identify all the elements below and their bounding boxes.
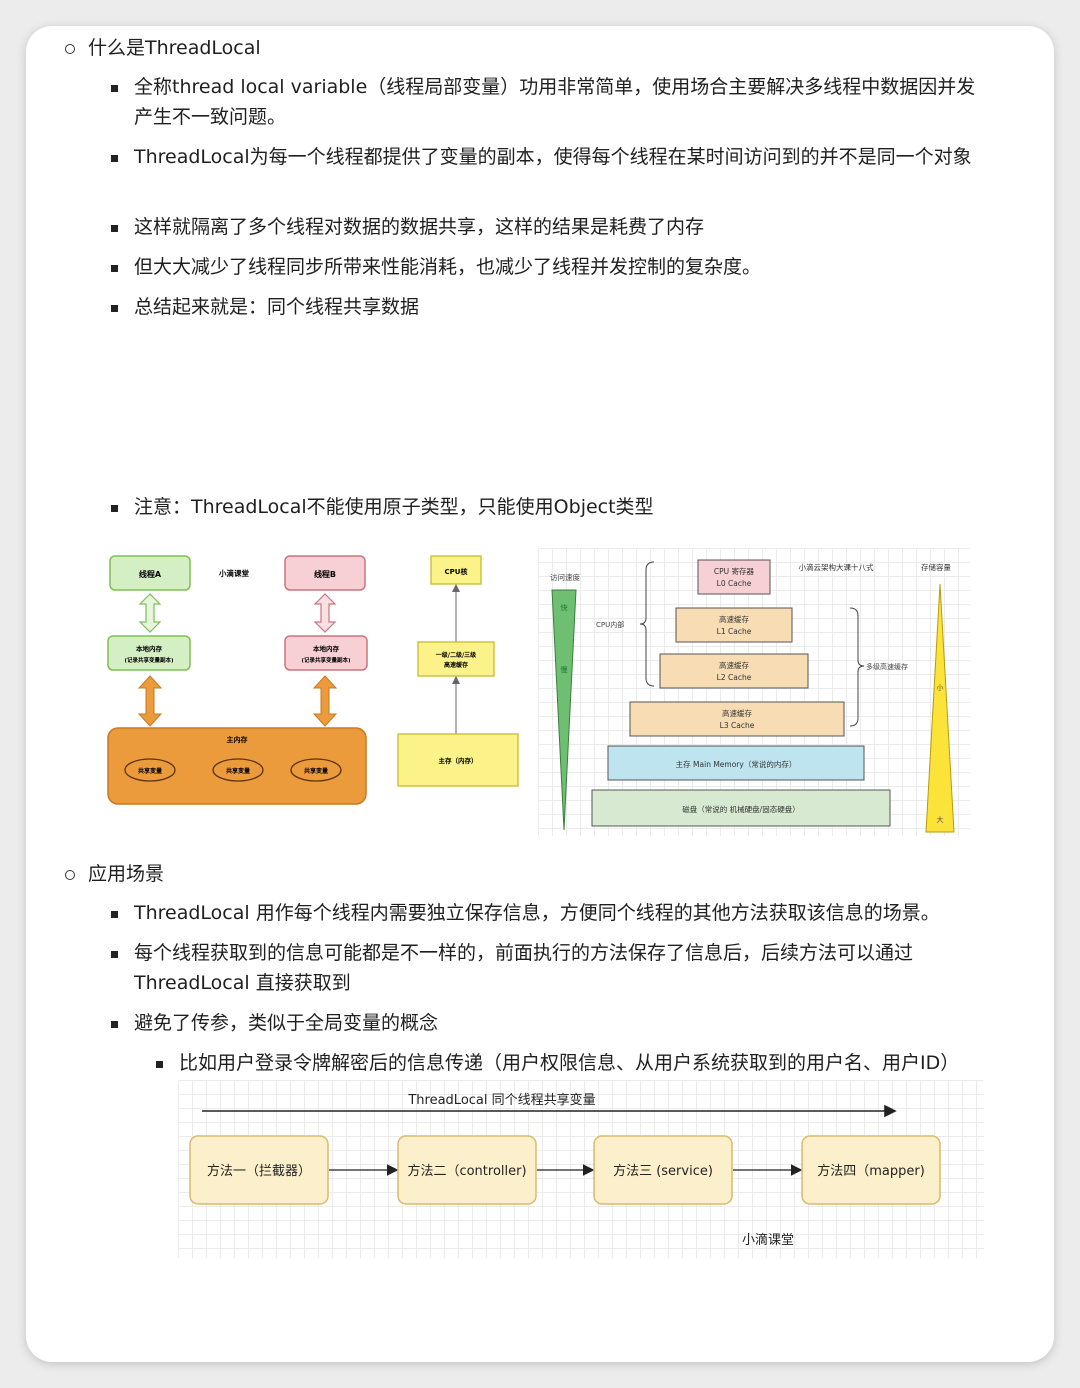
method-4-box xyxy=(801,1135,941,1205)
local-mem-b-box xyxy=(284,635,368,671)
cpu-inside-label: CPU内部 xyxy=(596,620,624,629)
big-label: 大 xyxy=(937,815,944,824)
fast-label: 快 xyxy=(561,603,568,612)
method-1-box xyxy=(189,1135,329,1205)
square-bullet xyxy=(111,911,118,918)
arrow-b-upper xyxy=(313,593,337,633)
shared-var-1-label: 共享变量 xyxy=(138,767,162,775)
cpu-core-label: CPU核 xyxy=(445,567,468,576)
square-bullet xyxy=(111,155,118,162)
square-bullet xyxy=(111,505,118,512)
thread-memory-diagram: 线程A 小滴课堂 线程B 本地内存 (记录共享变量副本) 本地内存 (记录共享变… xyxy=(96,544,520,848)
layer-disk xyxy=(591,789,891,827)
method-2-label: 方法二（controller) xyxy=(407,1163,526,1179)
square-bullet xyxy=(111,951,118,958)
local-mem-b-label: 本地内存 xyxy=(313,644,340,653)
method-3-box xyxy=(593,1135,733,1205)
chain-title: ThreadLocal 同个线程共享变量 xyxy=(407,1092,595,1108)
main-memory-label: 主内存 xyxy=(227,735,248,744)
brand-label: 小滴课堂 xyxy=(219,568,249,578)
layer-l0-line2: L0 Cache xyxy=(717,579,752,588)
chain-brand: 小滴课堂 xyxy=(742,1232,794,1248)
bullet-text: ThreadLocal为每一个线程都提供了变量的副本，使得每个线程在某时间访问到… xyxy=(134,146,972,168)
shared-var-2-label: 共享变量 xyxy=(226,767,250,775)
layer-l1-line2: L1 Cache xyxy=(717,627,752,636)
small-label: 小 xyxy=(937,683,944,692)
section-heading-what: 什么是ThreadLocal xyxy=(88,37,261,59)
cache-box xyxy=(417,641,495,677)
bullet-text: 避免了传参，类似于全局变量的概念 xyxy=(134,1012,439,1034)
hierarchy-title: 小滴云架构大课十八式 xyxy=(799,562,874,572)
thread-b-label: 线程B xyxy=(314,569,336,579)
layer-l3-line2: L3 Cache xyxy=(720,721,755,730)
square-bullet xyxy=(111,265,118,272)
square-bullet xyxy=(111,305,118,312)
access-speed-label: 访问速度 xyxy=(550,572,580,582)
square-bullet xyxy=(111,1021,118,1028)
layer-l1-line1: 高速缓存 xyxy=(719,614,749,624)
bullet-text: ThreadLocal 用作每个线程内需要独立保存信息，方便同个线程的其他方法获… xyxy=(134,902,940,924)
layer-l3 xyxy=(629,701,845,737)
local-mem-b-sub: (记录共享变量副本) xyxy=(301,656,351,664)
multi-cache-label: 多级高速缓存 xyxy=(866,662,908,671)
layer-l1 xyxy=(675,607,793,643)
capacity-triangle xyxy=(925,583,955,833)
bullet-text: 这样就隔离了多个线程对数据的数据共享，这样的结果是耗费了内存 xyxy=(134,216,705,238)
note-text: 注意：ThreadLocal不能使用原子类型，只能使用Object类型 xyxy=(134,496,654,518)
memory-hierarchy-diagram: 访问速度 快 慢 小滴云架构大课十八式 存储容量 小 大 CPU内部 多级高速缓… xyxy=(538,548,970,836)
bullet-text: 总结起来就是：同个线程共享数据 xyxy=(134,296,420,318)
thread-a-box xyxy=(109,555,191,591)
section-heading-scene: 应用场景 xyxy=(88,863,165,885)
method-4-label: 方法四（mapper) xyxy=(817,1163,925,1179)
sub-bullet-text: 比如用户登录令牌解密后的信息传递（用户权限信息、从用户系统获取到的用户名、用户I… xyxy=(179,1052,960,1074)
local-mem-a-sub: (记录共享变量副本) xyxy=(124,656,174,664)
layer-l2-line1: 高速缓存 xyxy=(719,660,749,670)
cpu-core-box xyxy=(430,555,482,585)
layer-main-memory-label: 主存 Main Memory（常说的内存） xyxy=(676,759,797,769)
layer-l2 xyxy=(659,653,809,689)
layer-l2-line2: L2 Cache xyxy=(717,673,752,682)
arrow-b-lower xyxy=(312,675,338,727)
bullet-text: 全称thread local variable（线程局部变量）功用非常简单，使用… xyxy=(134,76,976,128)
main-store-label: 主存（内存） xyxy=(439,756,478,765)
shared-var-1 xyxy=(124,758,176,782)
document-card: 什么是ThreadLocal 全称thread local variable（线… xyxy=(26,26,1054,1362)
method-3-label: 方法三 (service) xyxy=(613,1163,713,1179)
arrow-a-lower xyxy=(137,675,163,727)
method-2-box xyxy=(397,1135,537,1205)
outline-bullet xyxy=(65,870,75,880)
thread-a-label: 线程A xyxy=(139,569,162,579)
layer-l3-line1: 高速缓存 xyxy=(722,708,752,718)
square-bullet xyxy=(156,1061,163,1068)
layer-l0 xyxy=(697,559,771,595)
arrow-a-upper xyxy=(138,593,162,633)
layer-main-memory xyxy=(607,745,865,781)
cache-label-2: 高速缓存 xyxy=(444,661,468,669)
cache-label-1: 一级/二级/三级 xyxy=(436,651,476,659)
slow-label: 慢 xyxy=(561,665,568,674)
shared-var-3-label: 共享变量 xyxy=(304,767,328,775)
square-bullet xyxy=(111,85,118,92)
multi-cache-bracket xyxy=(849,607,865,727)
shared-var-2 xyxy=(212,758,264,782)
bullet-text: 但大大减少了线程同步所带来性能消耗，也减少了线程并发控制的复杂度。 xyxy=(134,256,762,278)
outline-bullet xyxy=(65,44,75,54)
local-mem-a-label: 本地内存 xyxy=(136,644,163,653)
main-store-box xyxy=(397,733,519,787)
thread-b-box xyxy=(284,555,366,591)
square-bullet xyxy=(111,225,118,232)
cpu-inside-bracket xyxy=(639,561,655,687)
layer-disk-label: 磁盘（常说的 机械硬盘/固态硬盘） xyxy=(682,804,799,814)
capacity-label: 存储容量 xyxy=(921,562,951,572)
method-chain-diagram: ThreadLocal 同个线程共享变量 方法一（拦截器） 方法二（contro… xyxy=(178,1080,984,1258)
layer-l0-line1: CPU 寄存器 xyxy=(714,566,755,576)
bullet-text: 每个线程获取到的信息可能都是不一样的，前面执行的方法保存了信息后，后续方法可以通… xyxy=(134,942,914,994)
speed-triangle xyxy=(551,589,577,831)
shared-var-3 xyxy=(290,758,342,782)
local-mem-a-box xyxy=(107,635,191,671)
method-1-label: 方法一（拦截器） xyxy=(207,1163,311,1179)
